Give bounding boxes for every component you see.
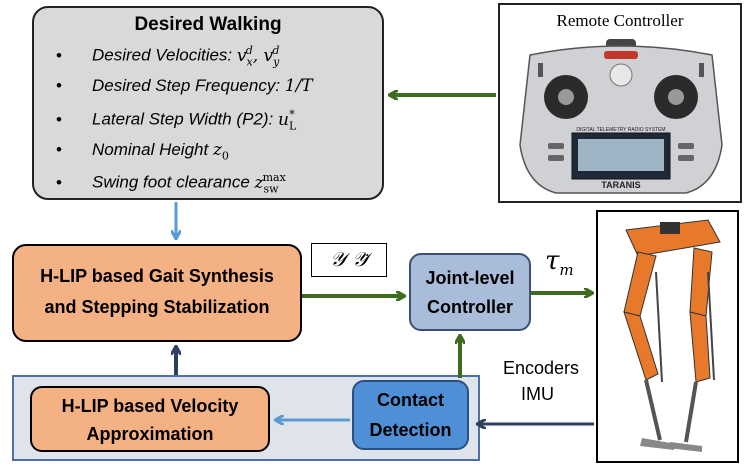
remote-brand-text: TARANIS xyxy=(601,180,640,190)
velocity-approximation-line2: Approximation xyxy=(86,424,214,444)
gait-synthesis-box: H-LIP based Gait Synthesis and Stepping … xyxy=(12,244,302,342)
desired-walking-title: Desired Walking xyxy=(134,14,282,35)
contact-detection-line2: Detection xyxy=(369,420,452,440)
desired-walking-box: Desired Walking •Desired Velocities: vxd… xyxy=(32,6,384,200)
step-frequency-item: •Desired Step Frequency: 1/T xyxy=(56,76,313,96)
joint-controller-line1: Joint-level xyxy=(425,268,515,288)
outputs-label: 𝒴 𝒴̇ xyxy=(311,243,387,277)
velocity-approximation-box: H-LIP based Velocity Approximation xyxy=(30,386,270,452)
contact-detection-line1: Contact xyxy=(377,390,444,410)
sensor-label-imu: IMU xyxy=(521,384,554,404)
cassie-robot-image xyxy=(623,219,721,452)
sensor-label-encoders: Encoders xyxy=(503,358,580,378)
remote-screen-caption: DIGITAL TELEMETRY RADIO SYSTEM xyxy=(576,127,665,133)
nominal-height-item: •Nominal Height z0 xyxy=(56,140,229,163)
remote-controller-image: DIGITAL TELEMETRY RADIO SYSTEM TARANIS xyxy=(519,39,723,194)
robot-image-box xyxy=(596,210,739,463)
remote-controller-box: Remote Controller DIGITAL TELEMETRY RADI… xyxy=(498,3,742,203)
lateral-step-width-item: •Lateral Step Width (P2): uL* xyxy=(56,108,297,133)
joint-level-controller-box: Joint-level Controller xyxy=(409,253,531,331)
gait-synthesis-line1: H-LIP based Gait Synthesis xyxy=(40,266,274,286)
remote-controller-title: Remote Controller xyxy=(556,11,684,30)
contact-detection-box: Contact Detection xyxy=(352,380,469,450)
desired-velocities-item: •Desired Velocities: vxd, vyd xyxy=(56,44,280,69)
torque-label: τm xyxy=(545,246,574,280)
joint-controller-line2: Controller xyxy=(426,297,513,317)
swing-foot-clearance-item: •Swing foot clearance zswmax xyxy=(56,171,286,196)
velocity-approximation-line1: H-LIP based Velocity xyxy=(61,396,239,416)
gait-synthesis-line2: and Stepping Stabilization xyxy=(44,297,270,317)
